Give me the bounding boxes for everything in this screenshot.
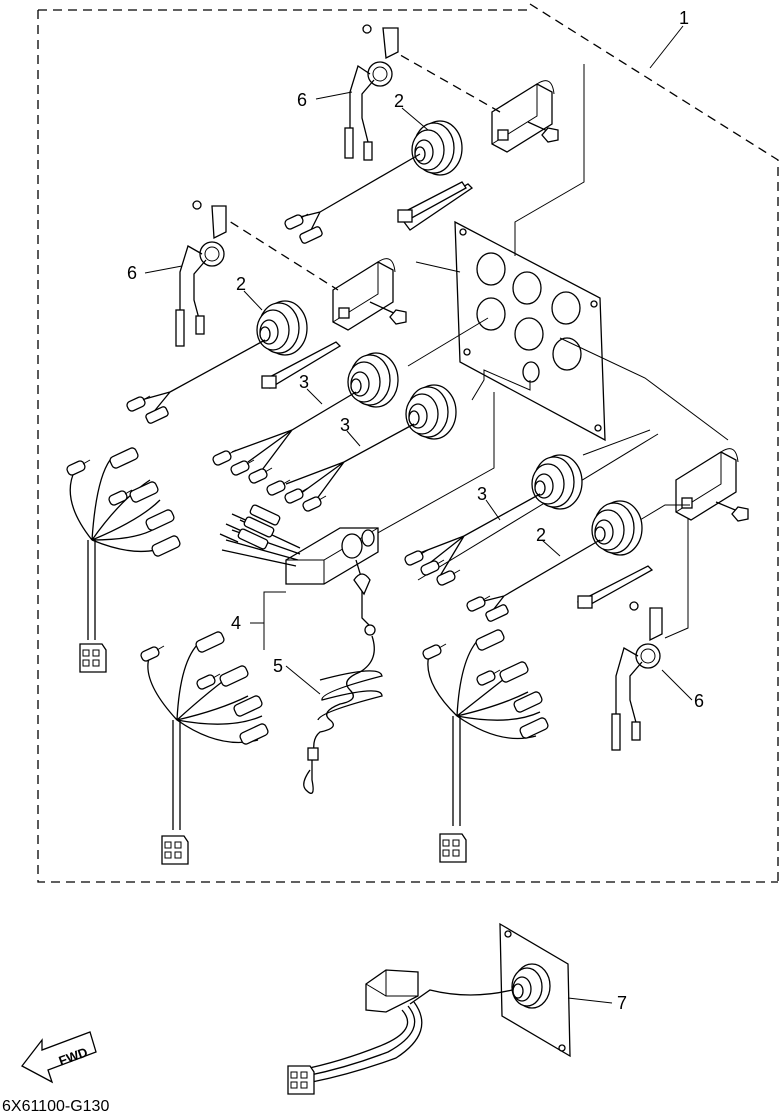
callout-2-middle: 2	[236, 274, 246, 294]
gauge-bracket-right	[675, 448, 739, 521]
cable-tie-right	[577, 595, 593, 609]
gauge-item-2-middle	[125, 300, 342, 424]
cable-tie-top	[397, 181, 467, 223]
sensor-bracket-top	[344, 24, 399, 161]
kit-boundary	[37, 3, 779, 883]
gauge-item-3-top	[211, 352, 399, 485]
callout-4: 4	[231, 613, 241, 633]
callout-3-right: 3	[477, 484, 487, 504]
lanyard-item-5	[303, 559, 383, 794]
callout-3-top: 3	[299, 372, 309, 392]
fwd-direction-arrow: FWD	[21, 1031, 97, 1084]
cable-tie-middle	[261, 375, 277, 389]
gauge-item-7	[287, 922, 571, 1095]
callout-2-top: 2	[394, 91, 404, 111]
callout-6-top: 6	[297, 90, 307, 110]
bolt-top	[527, 121, 559, 143]
gauge-item-2-top	[283, 120, 474, 244]
gauge-item-2-right	[465, 500, 654, 622]
callout-leaders	[144, 25, 693, 1004]
callout-3-middle: 3	[340, 415, 350, 435]
wire-harness-center	[139, 631, 269, 865]
instrument-panel	[454, 220, 606, 442]
callout-5: 5	[273, 656, 283, 676]
gauge-bracket-top	[491, 80, 555, 153]
wire-harness-left	[65, 447, 181, 673]
callout-6-middle: 6	[127, 263, 137, 283]
drawing-code: 6X61100-G130	[2, 1098, 109, 1113]
sensor-bracket-right	[611, 601, 663, 751]
gauge-item-3-middle	[265, 384, 457, 513]
assembly-leader-lines	[217, 47, 729, 639]
bolt-middle	[369, 301, 407, 325]
sensor-bracket-middle	[175, 200, 227, 347]
callout-6-right: 6	[694, 691, 704, 711]
wire-harness-right	[421, 629, 549, 863]
callout-2-right: 2	[536, 525, 546, 545]
switch-block-item-4	[219, 504, 379, 585]
gauge-item-3-right	[403, 454, 583, 587]
callout-1: 1	[679, 8, 689, 28]
gauge-bracket-middle	[332, 258, 396, 331]
bolt-right	[715, 501, 749, 522]
callout-7: 7	[617, 993, 627, 1013]
